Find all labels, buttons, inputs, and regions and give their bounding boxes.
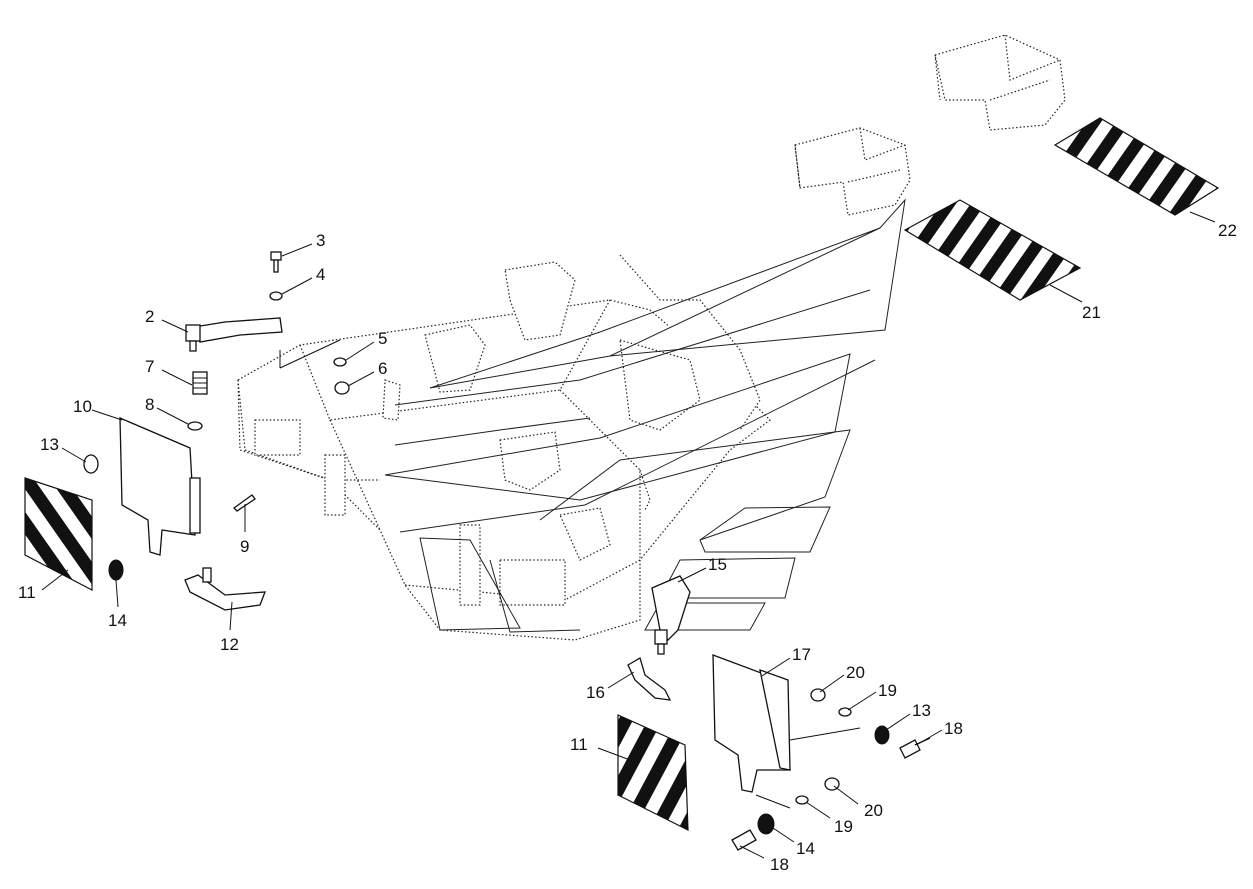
plug-13-right (874, 725, 890, 745)
spring-7 (192, 371, 208, 395)
step-bracket-middle (794, 127, 911, 216)
callout-4: 4 (316, 265, 325, 284)
callout-19-upper: 19 (878, 681, 897, 700)
callout-21: 21 (1082, 303, 1101, 322)
callout-22: 22 (1218, 221, 1237, 240)
step-bracket-top (934, 34, 1066, 131)
screw-18-upper (899, 737, 931, 759)
nut-5 (333, 357, 347, 367)
platform-guide-lines (384, 198, 906, 633)
nut-6 (334, 381, 350, 395)
callout-14-right: 14 (796, 839, 815, 858)
bracket-16 (627, 657, 672, 701)
machine-frame (237, 254, 771, 641)
callout-9: 9 (240, 537, 249, 556)
callout-5: 5 (378, 329, 387, 348)
callout-11-left: 11 (18, 583, 36, 602)
hinge-arm-2 (185, 317, 283, 352)
leader-lines (41, 211, 1216, 859)
washer-4 (269, 291, 283, 301)
step-plate-22 (1053, 117, 1220, 216)
bolt-3 (270, 251, 282, 273)
warning-plate-11-left (24, 477, 93, 591)
callout-20-lower: 20 (864, 801, 883, 820)
cover-plate-17 (712, 654, 791, 793)
callout-18-lower: 18 (770, 855, 789, 874)
pin-9 (233, 494, 256, 512)
callout-6: 6 (378, 359, 387, 378)
callout-13-right: 13 (912, 701, 931, 720)
callout-19-lower: 19 (834, 817, 853, 836)
bracket-12 (184, 567, 266, 611)
callout-7: 7 (145, 357, 154, 376)
callout-3: 3 (316, 231, 325, 250)
washer-19-lower (795, 795, 809, 805)
callout-17: 17 (792, 645, 811, 664)
nut-20-upper (810, 688, 826, 702)
callout-11-right: 11 (570, 735, 588, 754)
callout-20-upper: 20 (846, 663, 865, 682)
callout-16: 16 (586, 683, 605, 702)
callout-18-upper: 18 (944, 719, 963, 738)
step-plate-21 (903, 199, 1082, 301)
callout-labels: 3 4 2 7 8 10 13 9 11 14 12 5 6 15 16 17 … (18, 221, 1237, 874)
callout-8: 8 (145, 395, 154, 414)
cover-plate-10 (119, 417, 201, 556)
reflector-14-left (108, 559, 124, 581)
callout-10: 10 (73, 397, 92, 416)
callout-13-left: 13 (40, 435, 59, 454)
callout-2: 2 (145, 307, 154, 326)
callout-14-left: 14 (108, 611, 127, 630)
callout-15: 15 (708, 555, 727, 574)
washer-8 (187, 421, 203, 431)
screw-18-lower (731, 829, 757, 851)
warning-plate-11-right (617, 714, 689, 831)
callout-12: 12 (220, 635, 239, 654)
hinge-arm-15 (651, 575, 691, 655)
reflector-14-right (757, 813, 775, 835)
plug-13-left (83, 454, 99, 474)
